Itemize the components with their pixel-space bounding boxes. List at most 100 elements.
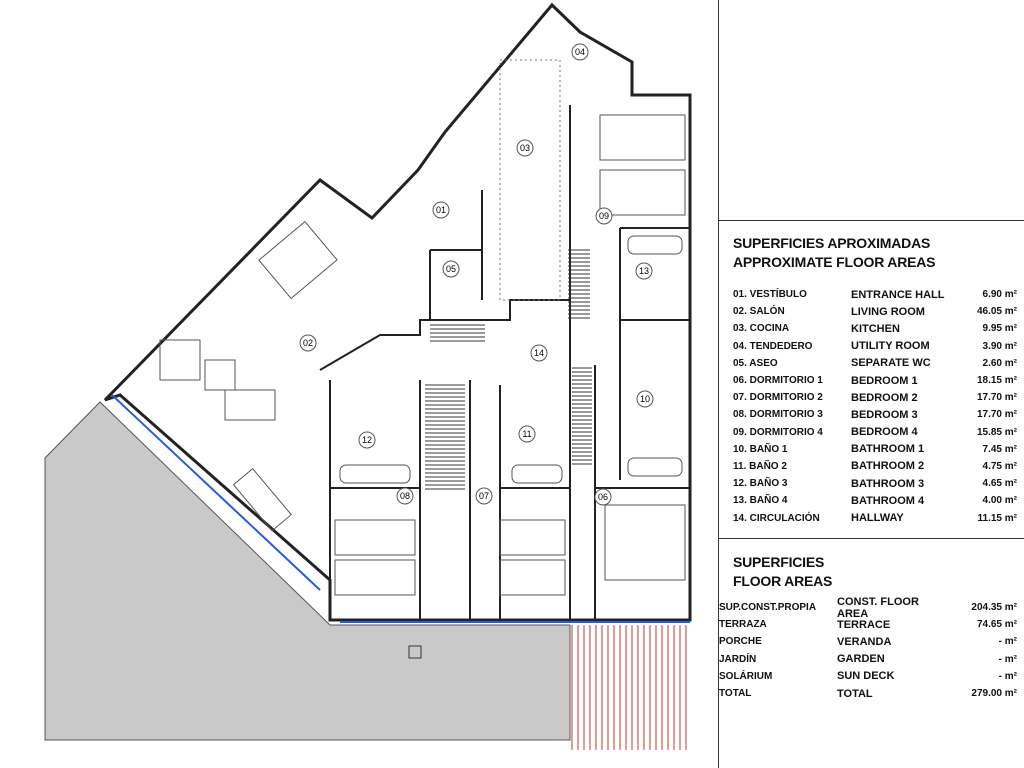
area-es: TERRAZA xyxy=(719,619,767,631)
area-value: 6.90 m² xyxy=(982,289,1017,301)
area-value: - m² xyxy=(998,636,1017,648)
area-value: 17.70 m² xyxy=(976,392,1017,404)
area-es: 03. COCINA xyxy=(733,323,790,335)
kitchen-tiles xyxy=(499,59,561,301)
terrace-skylight xyxy=(408,645,422,659)
area-value: - m² xyxy=(998,653,1017,665)
floor-plan: 01 02 03 04 05 06 07 08 09 10 11 12 13 14 xyxy=(44,2,692,750)
area-value: 4.00 m² xyxy=(982,495,1017,507)
room-label: 13 xyxy=(635,262,653,280)
area-row: 02. SALÓN LIVING ROOM 46.05 m² xyxy=(733,303,1017,320)
area-value: 17.70 m² xyxy=(976,409,1017,421)
totals-table: SUP.CONST.PROPIA CONST. FLOOR AREA 204.35 … xyxy=(719,596,1017,702)
area-value: 46.05 m² xyxy=(976,306,1017,318)
area-es: 13. BAÑO 4 xyxy=(733,495,788,507)
area-value: 7.45 m² xyxy=(982,443,1017,455)
area-en: TOTAL xyxy=(837,687,873,700)
area-es: 05. ASEO xyxy=(733,357,778,369)
area-en: ENTRANCE HALL xyxy=(851,288,945,301)
area-value: - m² xyxy=(998,670,1017,682)
areas-title: SUPERFICIES APROXIMADAS APPROXIMATE FLOO… xyxy=(733,235,936,270)
area-en: VERANDA xyxy=(837,635,892,648)
area-row: 08. DORMITORIO 3 BEDROOM 3 17.70 m² xyxy=(733,406,1017,423)
area-en: BEDROOM 4 xyxy=(851,426,918,439)
area-value: 11.15 m² xyxy=(977,512,1017,524)
svg-text:09: 09 xyxy=(599,211,609,221)
room-label: 05 xyxy=(442,260,460,278)
svg-text:01: 01 xyxy=(436,205,446,215)
area-es: TOTAL xyxy=(719,688,752,700)
area-es: SUP.CONST.PROPIA xyxy=(719,602,817,614)
area-es: 09. DORMITORIO 4 xyxy=(733,426,823,438)
area-value: 4.75 m² xyxy=(982,460,1017,472)
area-en: BATHROOM 2 xyxy=(851,460,925,473)
area-es: 07. DORMITORIO 2 xyxy=(733,392,823,404)
area-en: BEDROOM 2 xyxy=(851,391,918,404)
room-label: 02 xyxy=(299,334,317,352)
room-label: 06 xyxy=(594,488,612,506)
area-en: TERRACE xyxy=(837,618,891,631)
area-en: BEDROOM 3 xyxy=(851,408,918,421)
stairs xyxy=(425,249,592,490)
svg-text:07: 07 xyxy=(479,491,489,501)
area-es: 14. CIRCULACIÓN xyxy=(733,512,820,524)
area-row: TOTAL TOTAL 279.00 m² xyxy=(719,685,1017,702)
svg-text:08: 08 xyxy=(400,491,410,501)
area-es: 10. BAÑO 1 xyxy=(733,443,788,455)
area-en: BEDROOM 1 xyxy=(851,374,918,387)
room-label: 07 xyxy=(475,487,493,505)
area-es: 02. SALÓN xyxy=(733,306,785,318)
room-label: 08 xyxy=(396,487,414,505)
svg-text:14: 14 xyxy=(534,348,544,358)
area-value: 18.15 m² xyxy=(976,375,1017,387)
area-row: PORCHE VERANDA - m² xyxy=(719,633,1017,650)
window-glazing xyxy=(111,394,321,591)
room-label: 12 xyxy=(358,431,376,449)
area-en: LIVING ROOM xyxy=(851,305,925,318)
svg-text:11: 11 xyxy=(522,429,531,439)
area-es: 08. DORMITORIO 3 xyxy=(733,409,823,421)
room-label: 01 xyxy=(432,201,450,219)
area-row: 14. CIRCULACIÓN HALLWAY 11.15 m² xyxy=(733,509,1017,526)
area-row: 10. BAÑO 1 BATHROOM 1 7.45 m² xyxy=(733,441,1017,458)
room-label: 04 xyxy=(571,43,589,61)
area-en: BATHROOM 1 xyxy=(851,443,925,456)
area-value: 4.65 m² xyxy=(982,478,1017,490)
svg-text:06: 06 xyxy=(598,492,608,502)
terrace-area xyxy=(44,401,571,741)
area-value: 204.35 m² xyxy=(971,602,1017,614)
svg-text:12: 12 xyxy=(362,435,372,445)
area-en: CONST. FLOOR AREA xyxy=(837,595,919,620)
area-row: 04. TENDEDERO UTILITY ROOM 3.90 m² xyxy=(733,338,1017,355)
area-row: 06. DORMITORIO 1 BEDROOM 1 18.15 m² xyxy=(733,372,1017,389)
room-label: 09 xyxy=(595,207,613,225)
area-es: 12. BAÑO 3 xyxy=(733,478,788,490)
room-label: 10 xyxy=(636,390,654,408)
svg-text:03: 03 xyxy=(520,143,530,153)
area-es: 04. TENDEDERO xyxy=(733,340,813,352)
area-en: SUN DECK xyxy=(837,670,895,683)
area-en: UTILITY ROOM xyxy=(851,340,930,353)
area-es: 06. DORMITORIO 1 xyxy=(733,375,823,387)
furniture xyxy=(159,114,686,596)
area-row: 07. DORMITORIO 2 BEDROOM 2 17.70 m² xyxy=(733,389,1017,406)
area-en: GARDEN xyxy=(837,653,885,666)
area-value: 279.00 m² xyxy=(971,688,1017,700)
area-row: SUP.CONST.PROPIA CONST. FLOOR AREA 204.35 … xyxy=(719,596,1017,620)
area-es: PORCHE xyxy=(719,636,762,648)
areas-panel: SUPERFICIES APROXIMADAS APPROXIMATE FLOO… xyxy=(718,0,1024,768)
area-row: SOLÁRIUM SUN DECK - m² xyxy=(719,668,1017,685)
area-en: KITCHEN xyxy=(851,322,900,335)
area-value: 3.90 m² xyxy=(982,340,1017,352)
svg-text:10: 10 xyxy=(640,394,650,404)
area-es: SOLÁRIUM xyxy=(719,670,773,682)
building-outline xyxy=(103,2,692,622)
area-en: HALLWAY xyxy=(851,512,904,525)
room-label: 14 xyxy=(530,344,548,362)
